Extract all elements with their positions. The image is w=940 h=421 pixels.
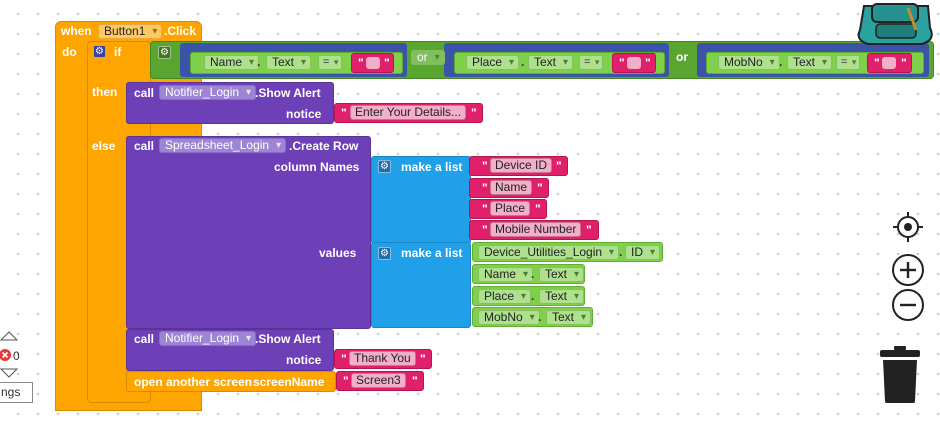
then-notice-label: notice xyxy=(286,107,322,121)
condition-1-quote-close: " xyxy=(384,56,390,70)
condition-3-dot: . xyxy=(779,55,783,69)
value-1-component-dropdown[interactable]: Device_Utilities_Login xyxy=(478,245,620,260)
screen-name-quote-open: " xyxy=(343,374,349,388)
or-mutator-gear-icon[interactable]: ⚙ xyxy=(158,46,171,59)
then-call-label: call xyxy=(134,86,155,100)
column-1-quote-close: " xyxy=(556,159,562,173)
column-2-quote-close: " xyxy=(537,181,543,195)
if-label: if xyxy=(114,45,122,59)
condition-1-dot: . xyxy=(257,55,261,69)
show-warnings-label: ngs xyxy=(1,385,21,399)
condition-2-dot: . xyxy=(521,55,525,69)
condition-3-quote-close: " xyxy=(901,56,907,70)
else-notice-quote-close: " xyxy=(420,352,426,366)
create-row-block[interactable] xyxy=(126,136,371,329)
else-call-label: call xyxy=(134,332,155,346)
trash-icon[interactable] xyxy=(880,346,920,404)
column-2-quote-open: " xyxy=(482,181,488,195)
condition-3-property-dropdown[interactable]: Text xyxy=(787,55,833,70)
make-list-columns-label: make a list xyxy=(401,160,463,174)
value-4-property-dropdown[interactable]: Text xyxy=(546,310,592,325)
then-method-label: .Show Alert xyxy=(255,86,321,100)
condition-1-empty-field[interactable] xyxy=(366,57,380,69)
event-block-bottom-strip xyxy=(55,400,202,411)
value-2-dot: . xyxy=(531,267,535,281)
values-label: values xyxy=(319,246,357,260)
event-click-label: .Click xyxy=(164,24,197,38)
then-notice-quote-open: " xyxy=(341,106,347,120)
column-1-quote-open: " xyxy=(482,159,488,173)
make-list-values-gear-icon[interactable]: ⚙ xyxy=(378,247,391,260)
if-mutator-gear-icon[interactable]: ⚙ xyxy=(93,45,106,58)
open-screen-label: open another screen xyxy=(134,375,253,389)
then-notice-quote-close: " xyxy=(471,106,477,120)
condition-3-operator-dropdown[interactable]: = xyxy=(836,55,861,70)
make-list-columns-gear-icon[interactable]: ⚙ xyxy=(378,160,391,173)
column-3-quote-open: " xyxy=(482,202,488,216)
or-operator-1-dropdown[interactable]: or xyxy=(411,50,445,65)
column-names-label: column Names xyxy=(274,160,360,174)
create-row-call-label: call xyxy=(134,139,155,153)
value-3-property-dropdown[interactable]: Text xyxy=(539,289,585,304)
arrow-up-icon[interactable] xyxy=(0,331,18,341)
value-4-dot: . xyxy=(538,310,542,324)
screen-name-quote-close: " xyxy=(412,374,418,388)
error-count: 0 xyxy=(13,349,20,363)
column-3-quote-close: " xyxy=(535,202,541,216)
create-row-method-label: .Create Row xyxy=(289,139,359,153)
else-method-label: .Show Alert xyxy=(255,332,321,346)
event-component-dropdown[interactable]: Button1 xyxy=(98,24,163,39)
condition-2-quote-close: " xyxy=(645,56,651,70)
column-name-place[interactable]: Place xyxy=(490,201,531,216)
then-show-alert-block[interactable] xyxy=(126,82,334,124)
value-2-component-dropdown[interactable]: Name xyxy=(478,267,534,282)
event-do-label: do xyxy=(62,45,77,59)
else-notice-value[interactable]: Thank You xyxy=(349,351,416,366)
condition-3-component-dropdown[interactable]: MobNo xyxy=(718,55,780,70)
value-3-component-dropdown[interactable]: Place xyxy=(478,289,532,304)
value-3-dot: . xyxy=(531,289,535,303)
zoom-in-icon[interactable] xyxy=(891,253,925,287)
then-notice-value[interactable]: Enter Your Details... xyxy=(350,105,467,120)
else-label: else xyxy=(92,139,116,153)
condition-3-quote-open: " xyxy=(874,56,880,70)
condition-1-component-dropdown[interactable]: Name xyxy=(204,55,260,70)
value-4-component-dropdown[interactable]: MobNo xyxy=(478,310,540,325)
condition-1-property-dropdown[interactable]: Text xyxy=(266,55,312,70)
then-notifier-dropdown[interactable]: Notifier_Login xyxy=(159,85,257,100)
column-name-mobile-number[interactable]: Mobile Number xyxy=(490,222,582,237)
value-2-property-dropdown[interactable]: Text xyxy=(539,267,585,282)
then-label: then xyxy=(92,85,118,99)
else-notice-label: notice xyxy=(286,353,322,367)
show-warnings-button[interactable]: ngs xyxy=(0,382,33,403)
condition-1-quote-open: " xyxy=(358,56,364,70)
spreadsheet-dropdown[interactable]: Spreadsheet_Login xyxy=(159,138,287,153)
zoom-out-icon[interactable] xyxy=(891,288,925,322)
condition-2-operator-dropdown[interactable]: = xyxy=(579,55,604,70)
screen-name-value[interactable]: Screen3 xyxy=(351,373,406,388)
column-4-quote-close: " xyxy=(586,223,592,237)
error-icon xyxy=(0,349,11,361)
backpack-icon[interactable] xyxy=(850,0,940,46)
value-1-property-dropdown[interactable]: ID xyxy=(625,245,660,260)
condition-2-quote-open: " xyxy=(619,56,625,70)
arrow-down-icon[interactable] xyxy=(0,368,18,378)
condition-2-component-dropdown[interactable]: Place xyxy=(466,55,520,70)
else-notifier-dropdown[interactable]: Notifier_Login xyxy=(159,331,257,346)
value-1-dot: . xyxy=(619,245,623,259)
condition-2-empty-field[interactable] xyxy=(627,57,641,69)
or-operator-2-label: or xyxy=(676,50,688,64)
make-list-values-label: make a list xyxy=(401,246,463,260)
column-name-name[interactable]: Name xyxy=(490,180,533,195)
condition-3-empty-field[interactable] xyxy=(882,57,896,69)
column-4-quote-open: " xyxy=(482,223,488,237)
target-icon[interactable] xyxy=(892,211,924,243)
column-name-device-id[interactable]: Device ID xyxy=(490,158,553,173)
open-another-screen-block[interactable] xyxy=(126,371,336,392)
condition-2-property-dropdown[interactable]: Text xyxy=(528,55,574,70)
else-notice-quote-open: " xyxy=(341,352,347,366)
screen-name-label: screenName xyxy=(253,375,325,389)
condition-1-operator-dropdown[interactable]: = xyxy=(318,55,343,70)
event-when-label: when xyxy=(61,24,92,38)
